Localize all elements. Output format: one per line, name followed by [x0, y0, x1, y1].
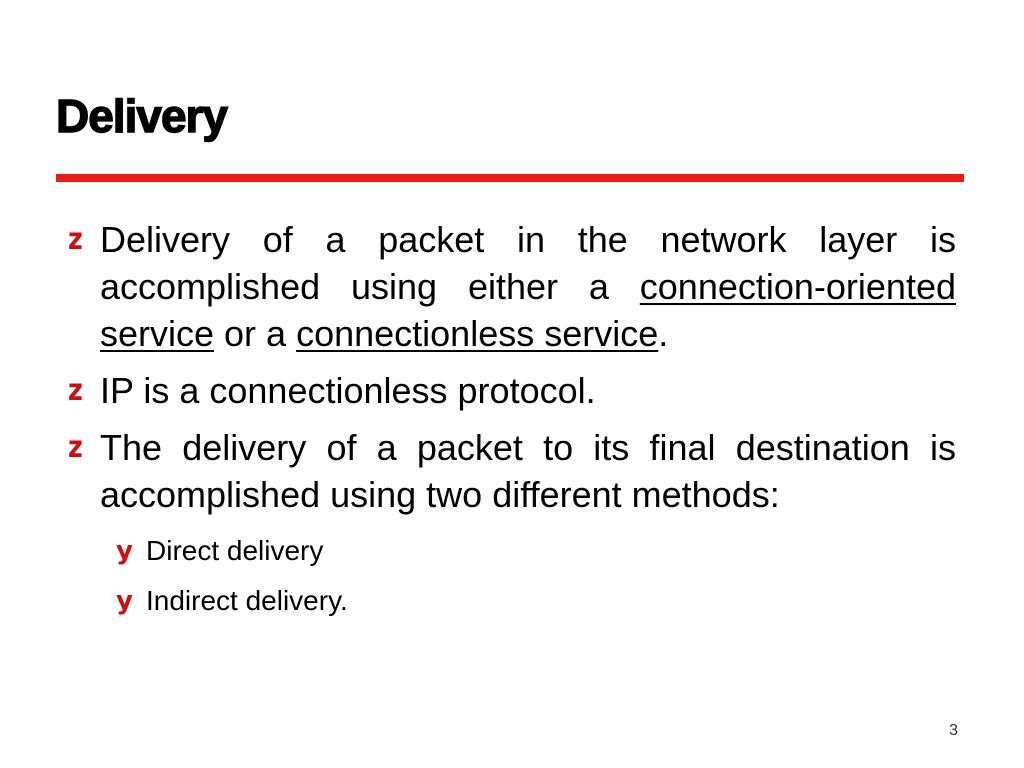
bullet-text-segment: Delivery of a packet in the network laye…: [100, 219, 956, 307]
page-number: 3: [949, 722, 958, 739]
sub-bullet-marker-icon: y: [116, 536, 133, 566]
title-divider: [56, 174, 964, 182]
bullet-text-segment: .: [658, 313, 669, 354]
bullet-item: z IP is a connectionless protocol.: [68, 367, 956, 414]
bullet-marker-icon: z: [68, 222, 83, 257]
slide-title: Delivery: [55, 89, 228, 142]
bullet-text: IP is a connectionless protocol.: [100, 370, 596, 411]
bullet-text: Delivery of a packet in the network laye…: [100, 216, 956, 357]
bullet-text: The delivery of a packet to its final de…: [100, 427, 956, 515]
sub-bullet-item: y Indirect delivery.: [116, 582, 956, 620]
bullet-item: z The delivery of a packet to its final …: [68, 424, 956, 518]
sub-bullet-text: Direct delivery: [146, 535, 324, 566]
bullet-item: z Delivery of a packet in the network la…: [68, 216, 956, 357]
bullet-marker-icon: z: [68, 373, 83, 408]
sub-bullet-item: y Direct delivery: [116, 532, 956, 570]
sub-bullet-list: y Direct delivery y Indirect delivery.: [68, 532, 956, 620]
bullet-text-segment: or a: [214, 313, 297, 354]
slide-body: z Delivery of a packet in the network la…: [68, 216, 956, 632]
underlined-term: connection-oriented service: [100, 266, 956, 354]
sub-bullet-text: Indirect delivery.: [146, 585, 348, 616]
sub-bullet-marker-icon: y: [116, 586, 133, 616]
underlined-term: connectionless service: [296, 313, 659, 354]
bullet-marker-icon: z: [68, 430, 83, 465]
